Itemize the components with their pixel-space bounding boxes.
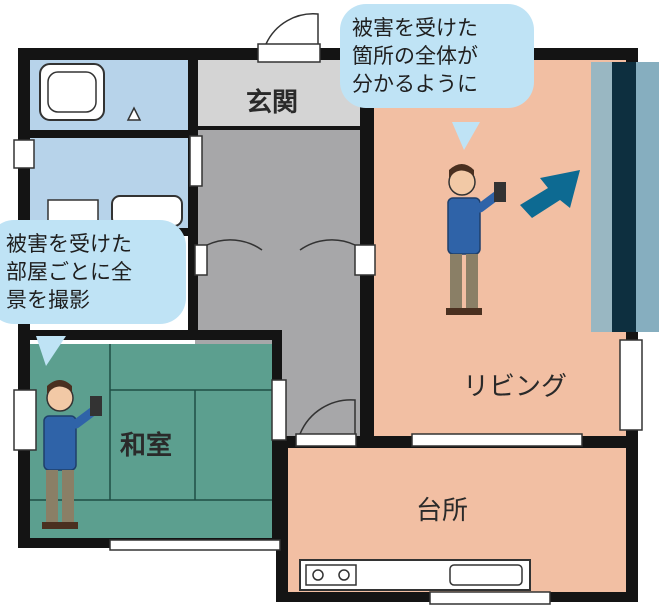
room-label-entrance: 玄関 (246, 88, 299, 118)
living-room-floor (368, 58, 632, 438)
callout-whole-line-1: 被害を受けた (6, 232, 132, 256)
callout-tail-left (36, 336, 66, 366)
callout-damage-detail: 被害を受けた 箇所の全体が 分かるように (340, 4, 534, 108)
door-swings (206, 13, 356, 435)
callout-damage-line-2: 箇所の全体が (352, 44, 478, 68)
person-photographing-damage (446, 164, 506, 315)
callout-damage-line-3: 分かるように (352, 72, 478, 96)
person-photographing-room (42, 380, 102, 529)
room-label-kitchen: 台所 (416, 496, 469, 526)
callout-tail-right (452, 122, 480, 150)
callout-whole-view: 被害を受けた 部屋ごとに全 景を撮影 (0, 220, 186, 324)
entrance-floor (195, 58, 360, 128)
kitchen-sink (449, 564, 523, 586)
direction-arrow (520, 170, 580, 218)
openings (13, 43, 643, 605)
room-label-living: リビング (463, 372, 568, 402)
callout-damage-line-1: 被害を受けた (352, 16, 478, 40)
room-label-tatami: 和室 (120, 431, 173, 461)
callout-whole-line-3: 景を撮影 (6, 288, 90, 312)
callout-whole-line-2: 部屋ごとに全 (6, 260, 132, 284)
